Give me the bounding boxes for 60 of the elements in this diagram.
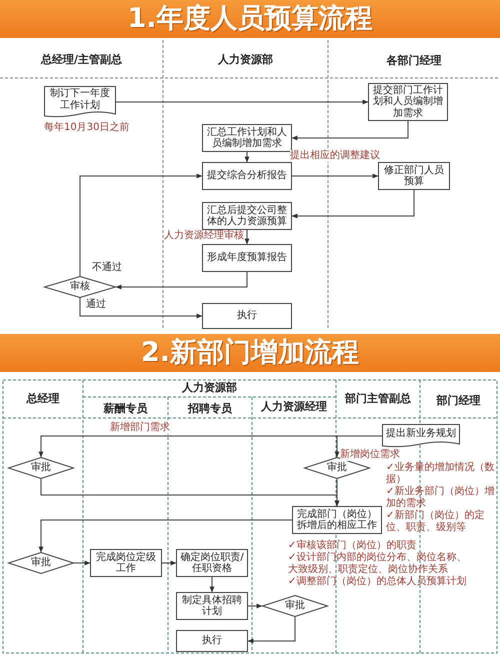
process-box: 修正部门人员预算 bbox=[378, 162, 450, 190]
note-text: 每年10月30日之前 bbox=[44, 122, 130, 134]
decision-diamond: 审批 bbox=[262, 595, 328, 617]
arrow bbox=[292, 174, 379, 178]
column-header: 部门经理 bbox=[435, 394, 482, 408]
arrow bbox=[291, 190, 414, 218]
arrow bbox=[291, 120, 408, 140]
column-header: 部门主管副总 bbox=[344, 392, 412, 406]
arrow bbox=[210, 576, 214, 593]
process-box: 执行 bbox=[202, 303, 292, 329]
note-text: ✓审核该部门（岗位）的职责 bbox=[288, 540, 418, 552]
decision-diamond: 审批 bbox=[8, 457, 74, 479]
process-box: 执行 bbox=[176, 630, 248, 652]
edge-label: 通过 bbox=[86, 299, 106, 311]
note-text: ✓调整部门（岗位）的总体人员预算计划 bbox=[288, 576, 468, 588]
process-box: 确定岗位职责/任职资格 bbox=[176, 549, 248, 577]
arrow bbox=[38, 520, 292, 553]
arrow bbox=[162, 560, 177, 566]
note-text: ✓新部门（岗位）的定位、职责、级别等 bbox=[386, 510, 486, 534]
note-text: ✓设计部门内部的岗位分布、岗位名称、大致级别、职责定位、岗位协作关系 bbox=[288, 552, 468, 576]
arrow bbox=[115, 272, 248, 290]
document-box: 提出新业务规划 bbox=[382, 424, 460, 448]
edge-label: 人力资源经理审核 bbox=[164, 230, 244, 242]
arrow bbox=[80, 174, 203, 276]
process-box: 制定具体招聘计划 bbox=[176, 592, 248, 620]
arrow bbox=[334, 436, 382, 458]
process-box: 提交综合分析报告 bbox=[202, 162, 292, 190]
column-header: 薪酬专员 bbox=[102, 402, 148, 416]
edge-label: 不通过 bbox=[92, 262, 122, 274]
arrow bbox=[244, 230, 250, 245]
process-box: 完成岗位定级工作 bbox=[90, 549, 162, 577]
arrow bbox=[80, 298, 203, 318]
arrow bbox=[74, 560, 91, 566]
process-box: 汇总工作计划和人员编制增加需求 bbox=[202, 124, 292, 152]
arrow bbox=[116, 100, 369, 104]
arrow bbox=[248, 604, 263, 608]
process-box: 形成年度预算报告 bbox=[202, 244, 292, 272]
section-banner: 2.新部门增加流程 bbox=[0, 334, 500, 372]
column-header: 总经理 bbox=[25, 392, 60, 406]
column-header: 人力资源部 bbox=[217, 53, 274, 66]
decision-diamond: 审核 bbox=[44, 276, 116, 298]
decision-diamond: 审批 bbox=[8, 552, 74, 574]
process-box: 完成部门（岗位）拆增后的相应工作 bbox=[292, 506, 382, 534]
note-text: ✓业务量的增加情况（数据） bbox=[386, 462, 496, 486]
process-box: 提交部门工作计划和人员编制增加需求 bbox=[368, 83, 448, 121]
edge-label: 新增岗位需求 bbox=[340, 449, 400, 461]
column-header: 总经理/主管副总 bbox=[40, 53, 124, 66]
document-box: 制订下一年度工作计划 bbox=[44, 86, 116, 118]
edge-label: 新增部门需求 bbox=[110, 422, 170, 434]
edge-label: 提出相应的调整建议 bbox=[290, 150, 380, 162]
title-banner: 1.年度人员预算流程 bbox=[0, 0, 500, 38]
process-box: 汇总后提交公司整体的人力资源预算 bbox=[202, 202, 292, 230]
arrow bbox=[244, 152, 250, 163]
note-text: ✓新业务部门（岗位）增加的需求 bbox=[386, 486, 496, 510]
column-header: 人力资源经理 bbox=[260, 400, 328, 414]
arrow bbox=[247, 616, 296, 644]
arrow bbox=[334, 478, 340, 507]
column-header: 招聘专员 bbox=[186, 402, 233, 416]
column-header: 各部门经理 bbox=[386, 54, 442, 68]
column-header: 人力资源部 bbox=[181, 381, 238, 394]
